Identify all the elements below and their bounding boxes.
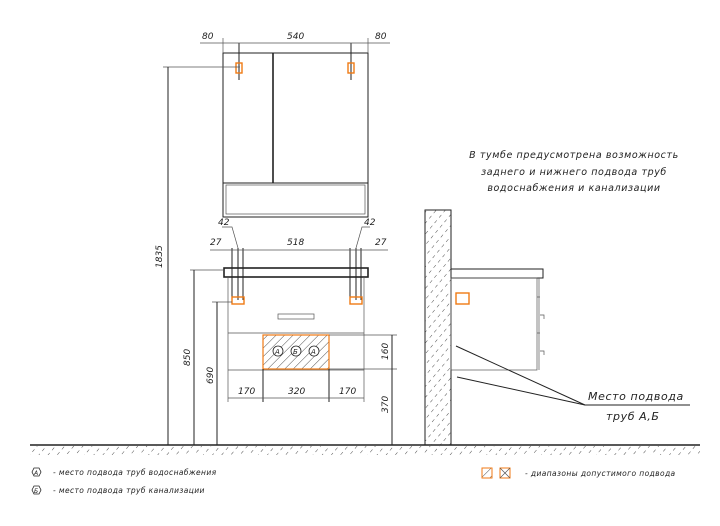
callout-text: Место подвода xyxy=(588,390,684,403)
dim-label: 370 xyxy=(381,396,391,413)
legend: А - место подвода труб водоснабжения Б -… xyxy=(31,467,676,495)
total-height-dimension: 1835 xyxy=(155,66,240,445)
mount-bracket-icon xyxy=(455,292,470,305)
dim-label: 170 xyxy=(339,387,356,397)
dim-label: 80 xyxy=(202,32,214,42)
pipe-zone: А Б А xyxy=(262,334,330,370)
dim-label: 850 xyxy=(183,349,193,366)
dim-label: 27 xyxy=(375,238,387,248)
dim-label: 27 xyxy=(210,238,222,248)
svg-text:заднего и нижнего подвода труб: заднего и нижнего подвода труб xyxy=(481,167,667,178)
dim-label: 170 xyxy=(238,387,255,397)
dim-label: 320 xyxy=(288,387,305,397)
dim-label: 42 xyxy=(364,218,376,228)
mirror-cabinet xyxy=(222,43,369,218)
dim-label: 690 xyxy=(206,367,216,384)
svg-text:А: А xyxy=(310,348,316,356)
mirror-width-dimensions: 80 540 80 xyxy=(200,32,390,53)
svg-text:В тумбе предусмотрена возможно: В тумбе предусмотрена возможность xyxy=(469,150,679,161)
marker-b: Б xyxy=(290,345,302,357)
marker-a: А xyxy=(308,345,320,357)
zone-width-dimensions: 170 320 170 xyxy=(227,369,365,402)
dim-label: 1835 xyxy=(155,245,165,268)
cross-range-icon xyxy=(499,467,511,479)
callout-text: труб А,Б xyxy=(606,410,660,423)
marker-a: А xyxy=(272,345,284,357)
floor xyxy=(30,444,700,455)
svg-text:Б: Б xyxy=(34,488,39,495)
mount-bracket-icon xyxy=(349,296,363,305)
hatch-range-icon xyxy=(481,467,493,479)
legend-text: - место подвода труб канализации xyxy=(53,486,205,495)
vanity-front xyxy=(223,248,369,371)
handle-icon xyxy=(540,314,545,319)
marker-b-icon xyxy=(31,485,42,495)
marker-a-icon xyxy=(31,467,42,477)
mount-bracket-icon xyxy=(235,62,355,74)
dim-label: 540 xyxy=(287,32,304,42)
installation-note: В тумбе предусмотрена возможность заднег… xyxy=(469,150,679,194)
svg-text:А: А xyxy=(274,348,280,356)
vanity-side-view xyxy=(450,268,545,371)
vanity-width-dimensions: 42 42 27 518 27 xyxy=(210,218,388,251)
dim-label: 518 xyxy=(287,238,304,248)
callout-leader: Место подвода труб А,Б xyxy=(455,345,690,423)
mount-bracket-icon xyxy=(231,296,245,305)
svg-text:водоснабжения и канализации: водоснабжения и канализации xyxy=(487,183,660,194)
dim-label: 80 xyxy=(375,32,387,42)
wall-section xyxy=(424,209,452,446)
svg-text:А: А xyxy=(33,470,39,477)
dim-label: 160 xyxy=(381,343,391,360)
legend-text: - диапазоны допустимого подвода xyxy=(525,469,676,478)
height-dimensions: 850 690 160 370 xyxy=(183,269,397,445)
drawer-handle xyxy=(277,313,315,320)
legend-text: - место подвода труб водоснабжения xyxy=(53,468,217,477)
svg-text:Б: Б xyxy=(293,348,298,356)
handle-icon xyxy=(540,350,545,355)
dim-label: 42 xyxy=(218,218,230,228)
